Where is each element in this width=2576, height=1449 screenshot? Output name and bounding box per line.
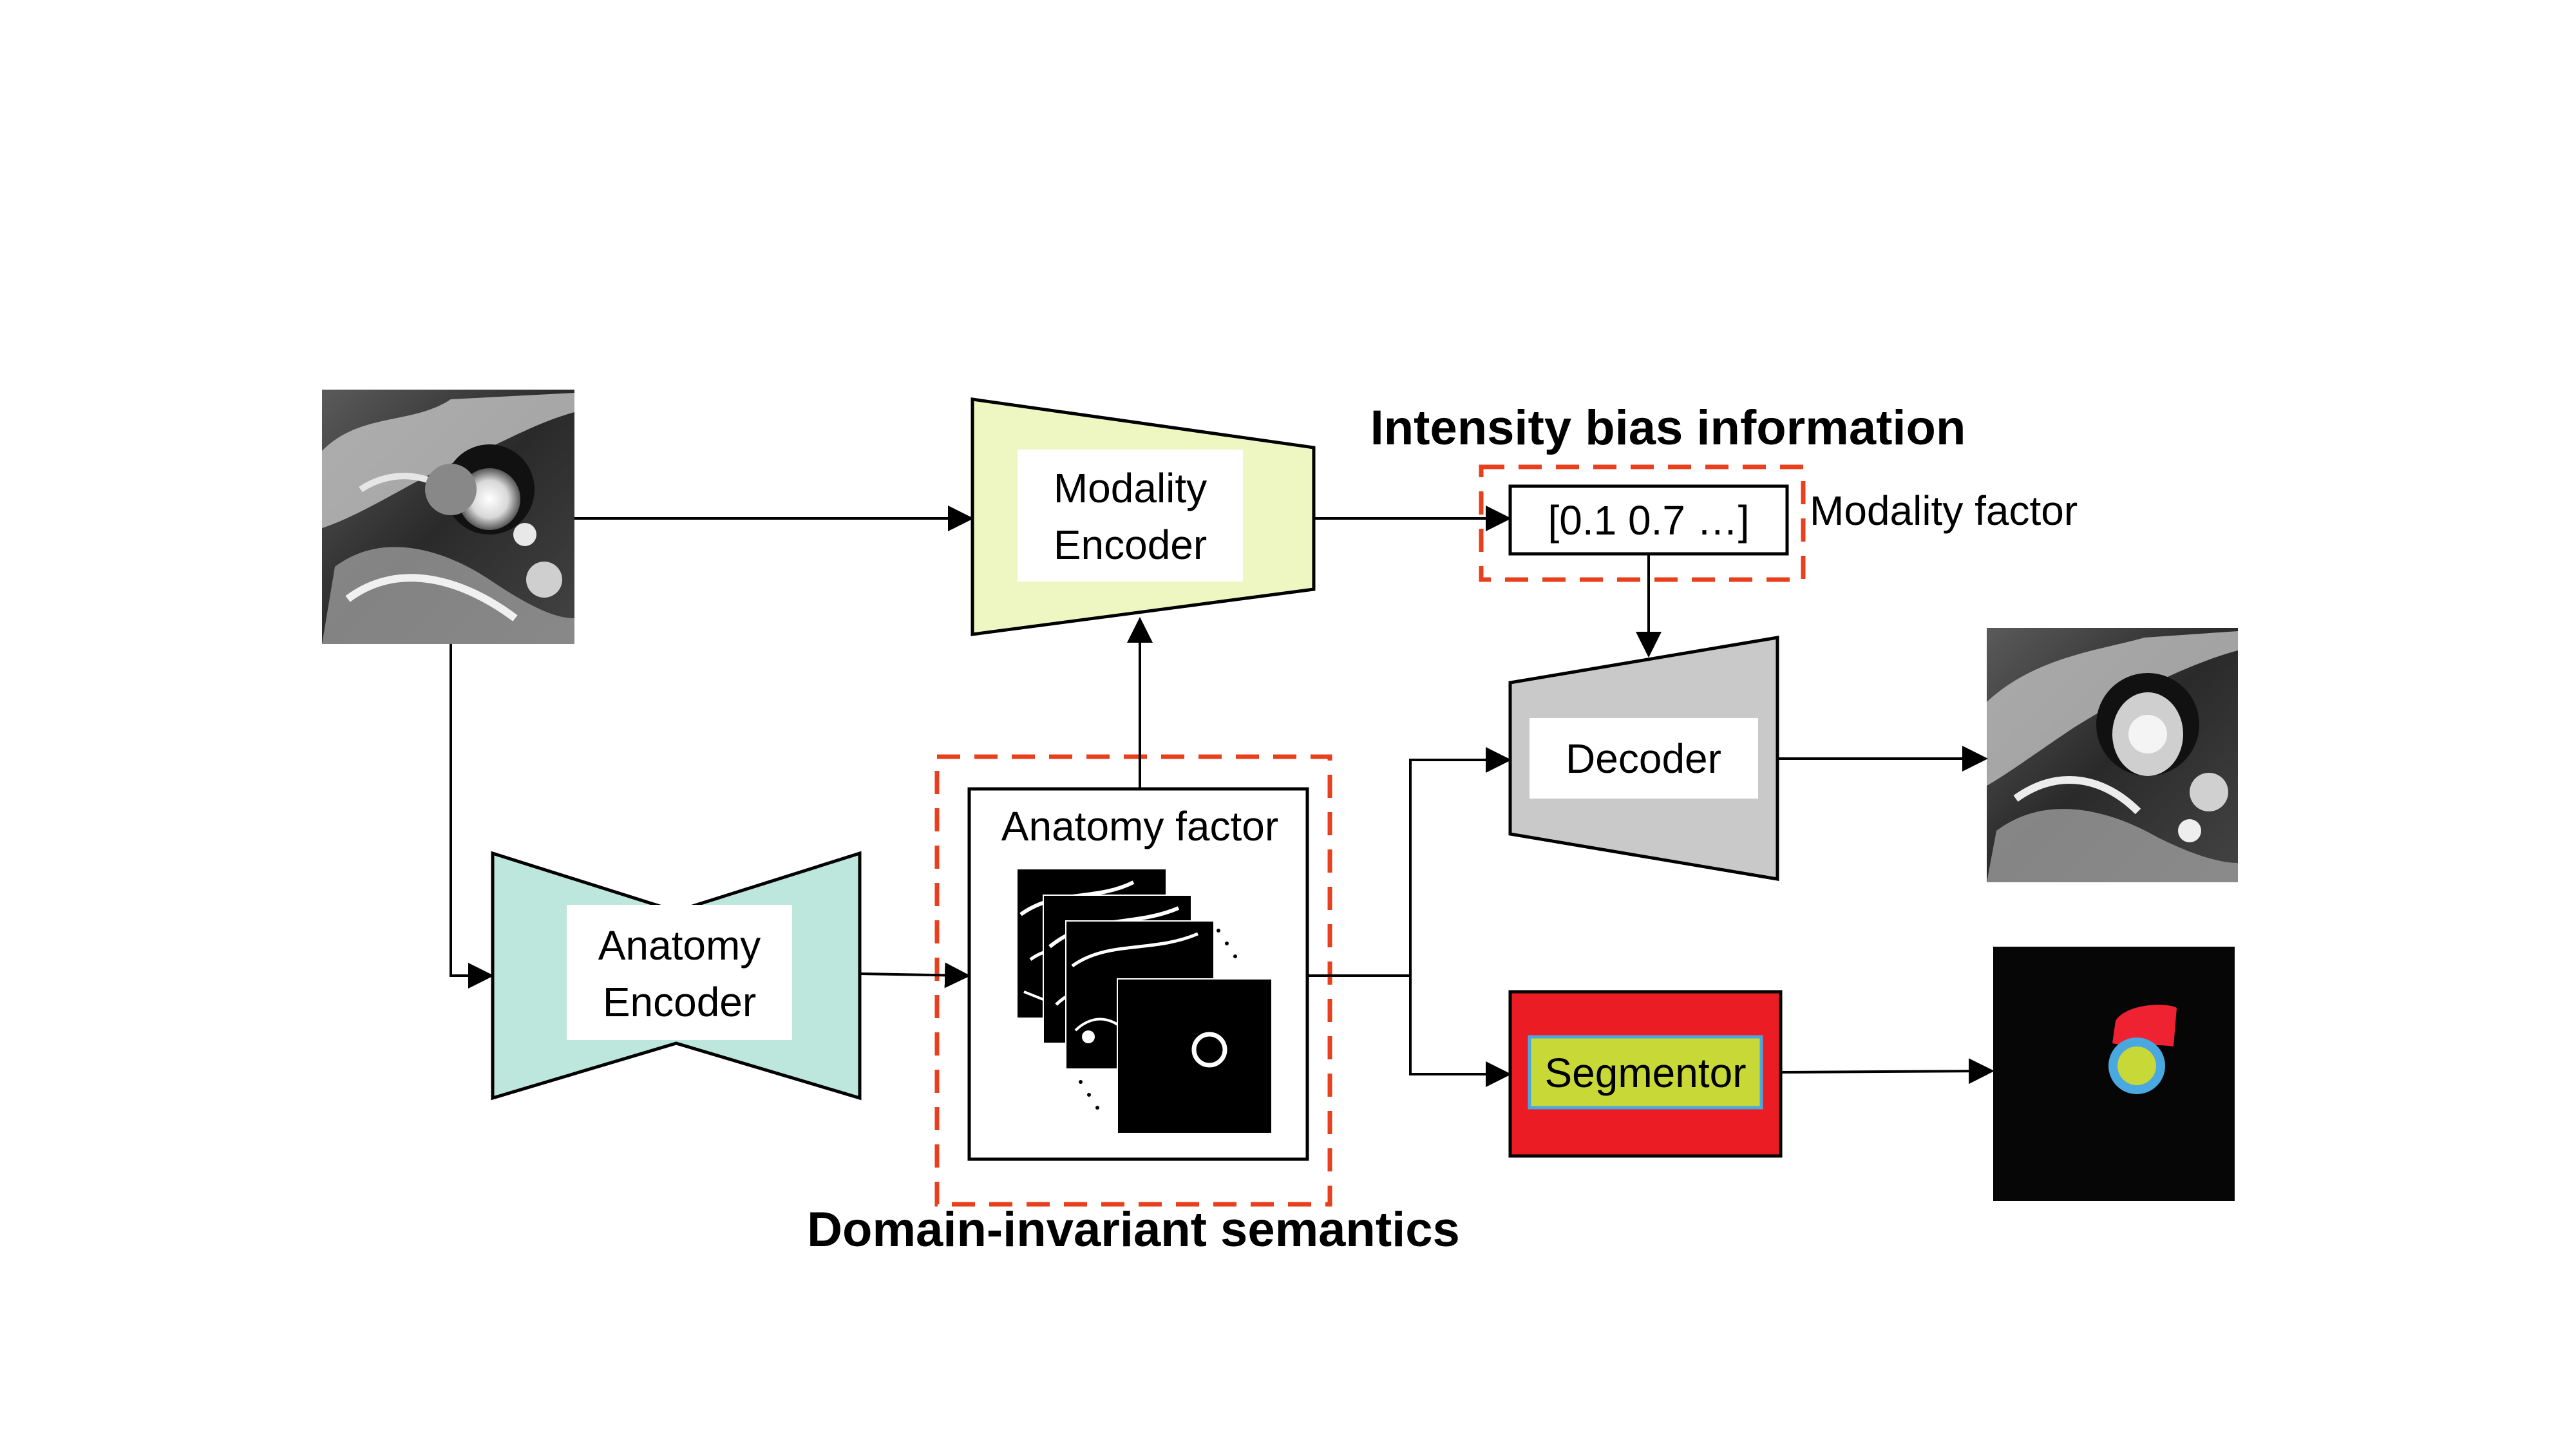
modality-encoder-label-1: Modality [1054, 465, 1207, 511]
arrow-to-decoder [1409, 747, 1511, 976]
arrow-segmentor-to-mask [1780, 1058, 1994, 1084]
modality-encoder: Modality Encoder [971, 397, 1316, 636]
anatomy-factor-label: Anatomy factor [1001, 803, 1278, 849]
segmentor: Segmentor [1508, 990, 1783, 1158]
decoder: Decoder [1508, 636, 1779, 881]
arrow-input-to-anatomy-encoder [450, 644, 494, 989]
reconstructed-mri-image [1987, 628, 2238, 882]
arrow-anatomy-encoder-to-factor [859, 962, 971, 989]
segmentor-label: Segmentor [1544, 1050, 1746, 1096]
anatomy-encoder: Anatomy Encoder [491, 851, 862, 1101]
intensity-bias-title: Intensity bias information [1370, 401, 1966, 455]
modality-encoder-label-2: Encoder [1054, 522, 1207, 568]
anatomy-encoder-label-1: Anatomy [598, 922, 761, 969]
connectors [450, 506, 1994, 1087]
domain-invariant-highlight [934, 754, 1332, 1207]
anatomy-factor-box: Anatomy factor [967, 787, 1309, 1161]
modality-factor-highlight [1479, 464, 1806, 582]
modality-factor-vector: [0.1 0.7 …] [1508, 484, 1789, 556]
segmentation-mask-image [1993, 947, 2235, 1201]
decoder-label: Decoder [1566, 735, 1721, 782]
anatomy-factor-channels [1018, 869, 1273, 1134]
domain-invariant-title: Domain-invariant semantics [807, 1202, 1460, 1257]
arrow-to-segmentor [1409, 976, 1511, 1087]
input-mri-image [322, 390, 574, 644]
modality-factor-label: Modality factor [1810, 488, 2078, 534]
modality-vector-text: [0.1 0.7 …] [1548, 497, 1749, 544]
anatomy-encoder-label-2: Encoder [603, 979, 756, 1025]
